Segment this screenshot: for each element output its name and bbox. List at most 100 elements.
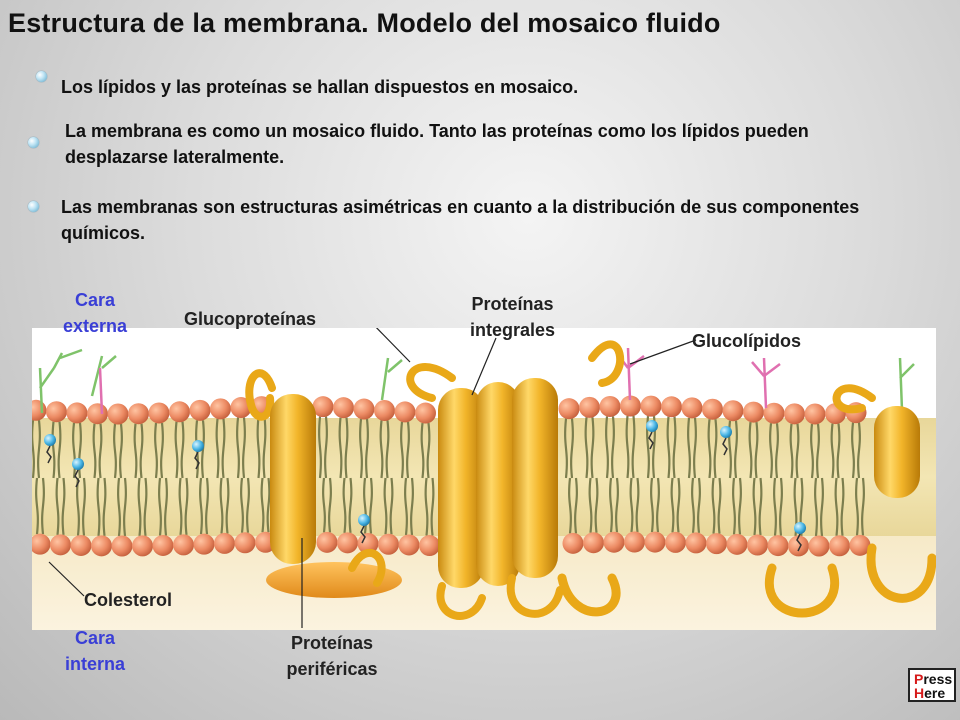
lipid-tail — [404, 477, 414, 536]
phospholipid-head — [685, 532, 707, 554]
lipid-tail — [584, 417, 595, 479]
lipid-tail — [728, 420, 738, 479]
lipid-tail — [605, 416, 615, 479]
phospholipid-head — [702, 398, 723, 420]
bullet-3: Las membranas son estructuras asimétrica… — [61, 197, 860, 243]
lipid-tail — [117, 477, 127, 537]
phospholipid-head — [804, 403, 826, 425]
phospholipid-head — [46, 401, 67, 423]
bullet-2: La membrana es como un mosaico fluido. T… — [65, 121, 809, 167]
phospholipid-head — [234, 532, 256, 554]
phospholipid-head — [599, 395, 621, 417]
phospholipid-head — [603, 531, 625, 553]
phospholipid-head — [743, 401, 764, 423]
phospholipid-head — [419, 535, 440, 557]
label-proteinas-integrales: Proteínas integrales — [440, 291, 585, 343]
lipid-tail — [707, 419, 718, 479]
press-here-ress: ress — [923, 671, 953, 687]
phospholipid-head — [70, 534, 92, 556]
phospholipid-head — [706, 533, 727, 555]
lipid-tail — [855, 477, 865, 536]
phospholipid-head — [337, 532, 358, 554]
phospholipid-head — [661, 396, 682, 418]
phospholipid-head — [722, 400, 744, 422]
phospholipid-head — [374, 400, 395, 422]
phospholipid-head — [333, 397, 354, 419]
label-proteinas-integrales-line1: Proteínas — [471, 294, 554, 314]
lipid-tail — [383, 477, 394, 535]
lipid-tail — [215, 418, 226, 479]
helix-protein-right — [832, 384, 920, 498]
lipid-tail — [666, 416, 677, 479]
lipid-tail — [629, 477, 640, 533]
label-cara-externa: Cara externa — [40, 287, 150, 339]
label-glucolipidos: Glucolípidos — [692, 331, 802, 351]
lipid-tail — [174, 421, 185, 479]
phospholipid-head — [50, 534, 71, 556]
lipid-tails — [32, 415, 865, 537]
lipid-tail — [711, 477, 722, 534]
lipid-tail — [240, 477, 250, 533]
cholesterol-molecule — [794, 522, 806, 552]
lipid-tail — [322, 477, 332, 533]
bullet-1: Los lípidos y las proteínas se hallan di… — [61, 77, 579, 97]
lipid-tail — [625, 415, 636, 479]
phospholipid-head — [558, 398, 580, 420]
lipid-tail — [318, 416, 328, 479]
phospholipid-head — [640, 395, 662, 417]
lipid-tail — [55, 477, 66, 535]
lipid-tail — [769, 423, 779, 479]
lipid-tail — [650, 477, 660, 533]
lipid-tail — [51, 421, 62, 479]
lipid-tail — [72, 422, 82, 479]
phospholipid-head — [394, 401, 416, 423]
lipid-tail — [789, 423, 800, 479]
lipid-tail — [400, 421, 410, 479]
lipid-tail — [35, 477, 45, 535]
label-colesterol: Colesterol — [84, 590, 173, 610]
lipid-tail — [113, 423, 123, 479]
phospholipid-head — [91, 535, 112, 557]
label-proteinas-integrales-line2: integrales — [469, 320, 556, 340]
leader-lines — [48, 328, 697, 628]
lipid-tail — [773, 477, 783, 536]
lipid-tail — [154, 422, 164, 479]
bullet-dot-icon — [28, 201, 39, 212]
phospholipid-head — [808, 535, 830, 557]
lipid-tail — [199, 477, 209, 535]
lipid-tail — [564, 418, 574, 479]
phospholipid-head — [579, 396, 600, 418]
lipid-tail — [424, 477, 435, 536]
phospholipid-head — [193, 533, 215, 555]
phospholipid-head — [173, 534, 194, 556]
phospholipid-head — [357, 533, 379, 555]
lipid-tail — [732, 477, 742, 535]
phospholipid-head — [788, 535, 809, 557]
helix-protein-left — [245, 369, 316, 564]
phospholipid-head — [189, 399, 211, 421]
label-cara-interna-line2: interna — [64, 654, 125, 674]
lipid-tail — [752, 477, 763, 536]
phospholipid-head — [747, 534, 768, 556]
phospholipid-head — [148, 402, 170, 424]
lipid-tail — [256, 416, 267, 479]
lipid-tail — [814, 477, 824, 537]
phospholipid-head — [644, 531, 666, 553]
press-here-button[interactable]: Press Here — [908, 668, 956, 702]
phospholipid-head — [214, 532, 235, 554]
phospholipid-head — [87, 403, 108, 425]
phospholipid-head — [169, 401, 190, 423]
phospholipid-head — [132, 535, 153, 557]
bullet-dot-icon — [28, 137, 39, 148]
bullet-dot-icon — [36, 71, 47, 82]
phospholipid-head — [784, 403, 805, 425]
phospholipid-head — [583, 532, 604, 554]
label-cara-interna-line1: Cara — [74, 628, 116, 648]
lipid-tail — [178, 477, 189, 536]
phospholipid-head — [562, 532, 584, 554]
phospholipid-head — [726, 533, 748, 555]
lipid-tail — [691, 477, 701, 534]
page-title: Estructura de la membrana. Modelo del mo… — [8, 8, 721, 38]
press-here-h: H — [914, 685, 925, 701]
peripheral-coil-lower — [557, 543, 936, 618]
